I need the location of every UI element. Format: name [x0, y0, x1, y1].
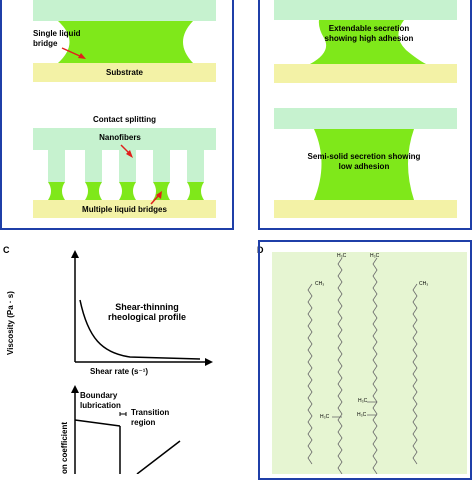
substrate-bottom — [33, 200, 216, 218]
b-substrate-1 — [274, 64, 457, 83]
b-top-plate-1 — [274, 0, 457, 20]
shear-thinning-curve — [79, 299, 201, 360]
single-bridge-arrow — [61, 47, 86, 59]
transition-region-label: Transition region — [131, 408, 170, 427]
panel-c-letter: C — [3, 245, 10, 255]
b-top-plate-2 — [274, 108, 457, 129]
nanofiber-arrow — [120, 144, 133, 158]
nanofibers-label: Nanofibers — [99, 133, 141, 142]
shear-thinning-label: Shear-thinning rheological profile — [107, 302, 186, 322]
semisolid-label: Semi-solid secretion showing low adhesio… — [307, 152, 421, 171]
panel-d-letter: D — [257, 245, 264, 255]
friction-axis-label: on coefficient — [60, 421, 69, 474]
contact-splitting-label: Contact splitting — [92, 115, 157, 124]
substrate-label: Substrate — [106, 68, 143, 77]
viscosity-axis-label: Viscosity (Pa · s) — [6, 291, 15, 355]
mid-label-2: H₃C — [357, 412, 367, 418]
nanofiber-array — [48, 150, 204, 200]
mid-label-1: H₃C — [320, 414, 330, 420]
extendable-label: Extendable secretion showing high adhesi… — [324, 24, 414, 43]
top-plate — [33, 0, 216, 21]
single-bridge-label: Single liquid bridge — [33, 29, 81, 48]
mid-label-3: H₃C — [358, 398, 368, 404]
single-liquid-bridge — [58, 21, 193, 63]
extendable-secretion — [310, 20, 426, 64]
panel-b-frame — [258, 0, 472, 230]
lipid-chains — [307, 257, 418, 474]
substrate-top — [33, 63, 216, 82]
panel-a: Substrate Single liquid bridge Contact s… — [0, 0, 234, 232]
boundary-lubrication-label: Boundary lubrication — [80, 391, 121, 410]
chain-label-3: H₃C — [370, 253, 380, 259]
multiple-bridges-label: Multiple liquid bridges — [82, 205, 167, 214]
chain-label-1: CH₃ — [315, 281, 325, 287]
b-substrate-2 — [274, 200, 457, 218]
panel-d-background — [272, 252, 467, 474]
chain-label-2: H₃C — [337, 253, 347, 259]
chain-label-4: CH₃ — [419, 281, 429, 287]
semisolid-secretion — [314, 129, 414, 200]
shear-rate-axis-label: Shear rate (s⁻¹) — [90, 367, 149, 376]
panel-a-frame — [0, 0, 234, 230]
panel-b: Extendable secretion showing high adhesi… — [258, 0, 472, 232]
bottom-plate — [33, 128, 216, 150]
panel-c-plots — [71, 250, 213, 474]
multiple-bridge-arrow — [150, 191, 162, 205]
